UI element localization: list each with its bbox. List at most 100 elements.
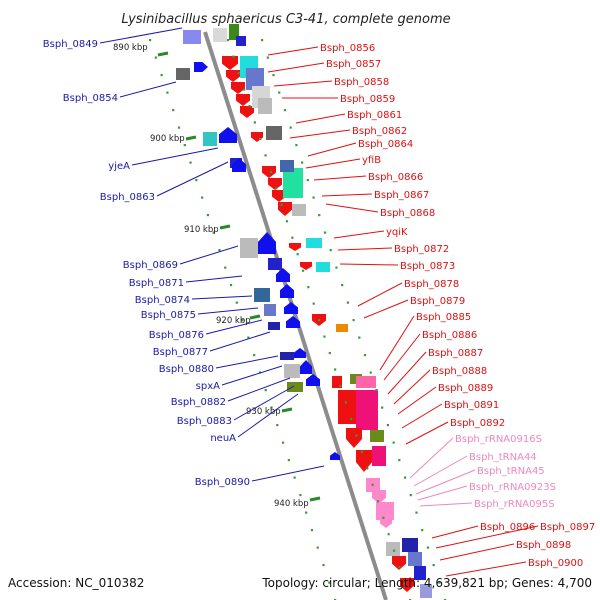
gene-block [408,552,422,566]
gene-block [229,24,239,40]
gene-block [402,538,418,552]
guide-dot [189,161,192,164]
gene-label-left: Bsph_0882 [171,397,226,408]
leader-line [215,355,279,369]
leader-line [415,469,476,495]
gene-label-right: Bsph_0873 [400,261,455,272]
guide-dot [253,354,256,357]
gene-block [258,98,272,114]
gene-arrow [278,202,292,216]
guide-dot [386,424,390,427]
gene-arrow [392,556,406,570]
guide-dot [363,354,367,357]
gene-label-left: Bsph_0871 [129,278,184,289]
gene-block [254,288,270,302]
gene-arrow [236,94,250,106]
gene-label-left: Bsph_0854 [63,93,118,104]
guide-dot [366,467,369,470]
gene-label-left: Bsph_0883 [177,416,232,427]
gene-arrow [219,127,237,143]
gene-label-right: Bsph_0857 [326,59,381,70]
kbp-tick-mark [157,51,169,57]
guide-dot [438,581,441,584]
gene-label-right: Bsph_0859 [340,94,395,105]
guide-dot [316,546,319,549]
gene-label-left: Bsph_0869 [123,260,178,271]
gene-arrow [400,578,414,592]
gene-arrow [251,132,263,142]
gene-label-right: Bsph_0897 [540,522,595,533]
leader-line [431,525,479,539]
gene-label-right: Bsph_0892 [450,418,505,429]
leader-line [205,319,263,335]
gene-label-right: Bsph_0868 [380,208,435,219]
gene-arrow [276,268,290,282]
guide-dot [392,549,396,552]
gene-arrow [294,348,306,358]
gene-label-right: Bsph_0866 [368,172,423,183]
leader-line [119,81,177,98]
leader-line [99,27,183,44]
gene-label-right: Bsph_0858 [334,77,389,88]
guide-dot [323,335,326,338]
guide-dot [276,424,279,427]
gene-block [240,238,258,258]
guide-dot [241,319,244,322]
genome-summary-text: Topology: circular; Length: 4,639,821 bp… [261,576,592,590]
gene-label-right: Bsph_0886 [422,330,477,341]
leader-line [197,307,259,315]
gene-block [376,502,394,520]
gene-block [268,322,280,330]
leader-line [191,295,253,300]
leader-line [435,525,539,549]
guide-dot [301,269,305,272]
gene-label-left: yjeA [108,161,130,172]
leader-line [251,465,325,482]
guide-dot [253,121,256,124]
guide-dot [261,39,264,42]
guide-dot [287,459,290,462]
guide-dot [369,371,372,374]
gene-block [213,28,227,42]
leader-line [233,385,295,421]
gene-block [236,36,246,46]
gene-block [176,68,190,80]
gene-arrow [272,190,286,202]
guide-dot [382,516,385,519]
guide-dot [248,104,251,108]
map-title: Lysinibacillus sphaericus C3-41, complet… [121,12,450,27]
gene-block [284,364,300,378]
leader-line [387,351,427,395]
guide-dot [421,529,424,532]
gene-label-right: yfiB [362,155,381,166]
guide-dot [272,74,275,77]
gene-features [176,24,432,598]
gene-label-left: Bsph_0875 [141,310,196,321]
gene-arrow [268,178,282,190]
leader-line [397,386,437,415]
leader-lines [99,27,539,577]
gene-label-left: Bsph_0890 [195,477,250,488]
gene-block [287,382,303,392]
guide-dot [426,546,430,549]
gene-block [306,238,322,248]
kbp-tick-mark [249,314,261,320]
gene-label-right: Bsph_0885 [416,312,471,323]
leader-line [333,230,385,239]
guide-dot [270,406,273,409]
gene-label-right: Bsph_0878 [404,279,459,290]
gene-arrow [289,243,301,251]
gene-label-right: Bsph_0898 [516,540,571,551]
guide-dot [312,196,315,199]
gene-arrow [222,56,238,70]
guide-dot [415,511,418,514]
gene-arrow [194,62,208,72]
guide-dot [247,336,250,339]
gene-arrow [226,70,240,82]
gene-label-right: Bsph_0887 [428,348,483,359]
guide-dot [350,417,353,421]
guide-dot [375,389,378,392]
leader-line [419,502,473,507]
gene-arrow [258,232,276,254]
